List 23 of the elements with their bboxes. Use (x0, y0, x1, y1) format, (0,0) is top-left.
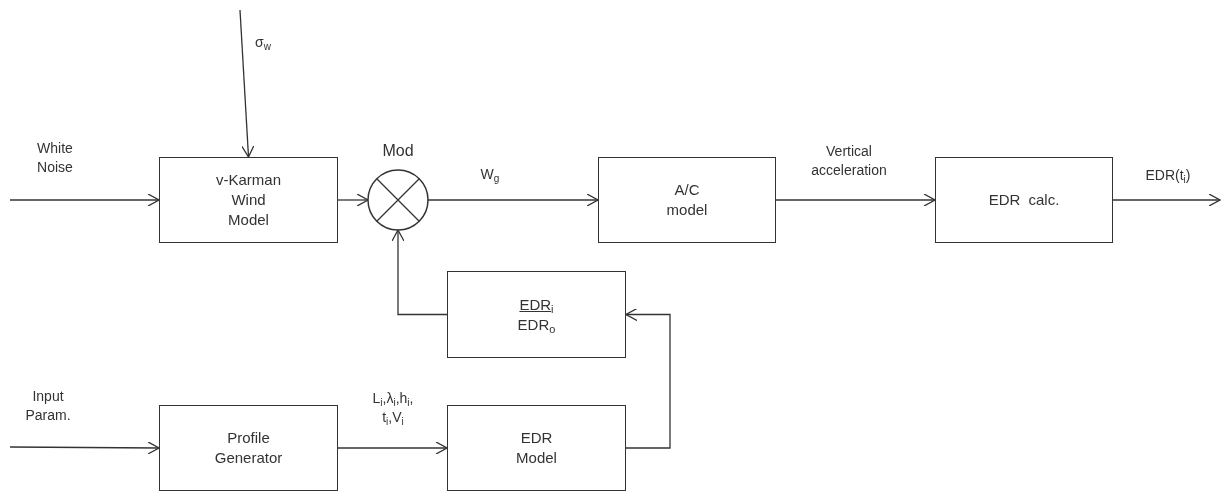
box-text: EDR$_{o}$ (517, 314, 556, 335)
arrow (625, 307, 671, 449)
process-box (447, 405, 626, 491)
arrow (337, 193, 369, 207)
process-box (447, 271, 626, 358)
box-text: A/C model (665, 180, 709, 220)
box-text: EDR calc. (988, 190, 1060, 210)
arrow (337, 441, 448, 455)
arrow (775, 193, 936, 207)
process-box (598, 157, 776, 243)
arrow (239, 9, 255, 158)
box-text: EDR Model (515, 428, 558, 468)
box-text: Profile Generator (213, 428, 284, 468)
process-box (159, 405, 338, 491)
box-text: EDR$_{i}$ (519, 294, 554, 315)
node-label: Mod (381, 141, 415, 161)
box-text: v-Karman Wind Model (215, 170, 282, 230)
process-box (159, 157, 338, 243)
arrow (9, 193, 160, 207)
arrow (391, 229, 448, 316)
arrow (1112, 193, 1221, 207)
arrow (9, 441, 160, 455)
process-box (935, 157, 1113, 243)
